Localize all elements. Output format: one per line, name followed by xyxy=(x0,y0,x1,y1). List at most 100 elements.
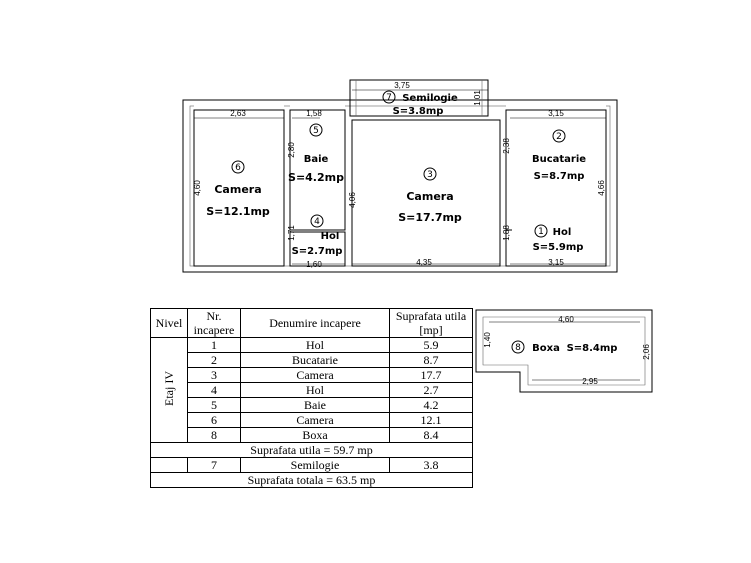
room-5-outline xyxy=(289,109,346,231)
room-1-area: S=5.9mp xyxy=(533,242,584,253)
cell-nr: 4 xyxy=(187,382,241,398)
header-nivel: Nivel xyxy=(150,308,188,338)
room-6-name: Camera xyxy=(214,183,261,196)
room-2-area: S=8.7mp xyxy=(534,171,585,182)
table-row: 4 Hol 2.7 xyxy=(151,382,473,398)
room-2-outline xyxy=(505,109,607,267)
room-5-name: Baie xyxy=(304,154,329,165)
room-3-name: Camera xyxy=(406,190,453,203)
cell-area: 4.2 xyxy=(389,397,473,413)
boxa-outline xyxy=(475,309,653,393)
useful-total-row: Suprafata utila = 59.7 mp xyxy=(150,442,473,458)
dim-label: 4,60 xyxy=(193,180,202,196)
room-6-area: S=12.1mp xyxy=(206,205,270,218)
plan-line xyxy=(482,316,646,386)
room-number-circle-8 xyxy=(511,340,525,354)
outer-wall xyxy=(182,99,618,273)
dim-label: 1,60 xyxy=(306,260,322,269)
room-number-7: 7 xyxy=(386,93,392,103)
useful-total: Suprafata utila = 59.7 mp xyxy=(150,442,473,458)
room-number-circle-4 xyxy=(310,214,324,228)
areas-table: Nivel Nr. incapere Denumire incapere Sup… xyxy=(150,308,473,488)
level-cell: Etaj IV xyxy=(150,337,188,443)
dim-label: 1,71 xyxy=(287,225,296,241)
cell-area: 5.9 xyxy=(389,337,473,353)
dim-label: 1,01 xyxy=(473,90,482,106)
cell-area: 8.7 xyxy=(389,352,473,368)
table-row: 6 Camera 12.1 xyxy=(151,412,473,428)
cell-name: Camera xyxy=(240,412,390,428)
room-number-3: 3 xyxy=(427,170,433,180)
cell-nr: 7 xyxy=(187,457,241,473)
cell-area: 17.7 xyxy=(389,367,473,383)
room-3-area: S=17.7mp xyxy=(398,211,462,224)
cell-name: Bucatarie xyxy=(240,352,390,368)
cell-name: Hol xyxy=(240,337,390,353)
room-3-outline xyxy=(351,119,501,267)
dim-label: 2,95 xyxy=(582,377,598,386)
table-row: 2 Bucatarie 8.7 xyxy=(151,352,473,368)
table-header-row: Nivel Nr. incapere Denumire incapere Sup… xyxy=(150,308,473,338)
table-row: 8 Boxa 8.4 xyxy=(151,427,473,443)
room-4-name: Hol xyxy=(321,231,340,242)
header-nr: Nr. incapere xyxy=(187,308,241,338)
table-row: 5 Baie 4.2 xyxy=(151,397,473,413)
dim-label: 3,75 xyxy=(394,81,410,90)
room-8-name: Boxa xyxy=(532,343,560,354)
room-number-circle-3 xyxy=(423,167,437,181)
room-number-circle-6 xyxy=(231,160,245,174)
room-4-outline xyxy=(289,231,346,267)
dim-label: 4,60 xyxy=(558,315,574,324)
header-denumire: Denumire incapere xyxy=(240,308,390,338)
room-number-6: 6 xyxy=(235,163,241,173)
dim-label: 4,06 xyxy=(348,192,357,208)
dim-label: 1,58 xyxy=(306,109,322,118)
room-6-outline xyxy=(193,109,285,267)
room-7-name: Semilogie xyxy=(402,93,458,104)
level-label: Etaj IV xyxy=(162,371,176,406)
dim-label: 2,63 xyxy=(230,109,246,118)
room-1-name: Hol xyxy=(553,227,572,238)
table-row: 7 Semilogie 3.8 xyxy=(150,457,473,473)
room-number-circle-2 xyxy=(552,129,566,143)
room-number-circle-1 xyxy=(534,224,548,238)
cell-name: Hol xyxy=(240,382,390,398)
room-5-area: S=4.2mp xyxy=(288,171,344,184)
cell-nr: 2 xyxy=(187,352,241,368)
cell-nr: 1 xyxy=(187,337,241,353)
grand-total: Suprafata totala = 63.5 mp xyxy=(150,472,473,488)
cell-name: Semilogie xyxy=(240,457,390,473)
cell-area: 8.4 xyxy=(389,427,473,443)
cell-nr: 6 xyxy=(187,412,241,428)
table-row: 3 Camera 17.7 xyxy=(151,367,473,383)
room-number-4: 4 xyxy=(314,217,320,227)
dim-label: 2,06 xyxy=(642,344,651,360)
room-7-area: S=3.8mp xyxy=(393,106,444,117)
cell-nr: 3 xyxy=(187,367,241,383)
dim-label: 1,88 xyxy=(502,225,511,241)
cell-area: 12.1 xyxy=(389,412,473,428)
dim-label: 3,15 xyxy=(548,109,564,118)
room-number-1: 1 xyxy=(538,227,544,237)
table-row: Etaj IV 1 Hol 5.9 xyxy=(150,337,473,443)
cell-area: 2.7 xyxy=(389,382,473,398)
dim-label: 1,40 xyxy=(483,332,492,348)
dim-label: 3,15 xyxy=(548,258,564,267)
cell-area: 3.8 xyxy=(389,457,473,473)
room-number-circle-5 xyxy=(309,123,323,137)
room-4-area: S=2.7mp xyxy=(292,246,343,257)
room-7-outline xyxy=(349,79,489,117)
cell-name: Boxa xyxy=(240,427,390,443)
room-2-name: Bucatarie xyxy=(532,154,586,165)
dim-label: 4,35 xyxy=(416,258,432,267)
header-suprafata: Suprafata utila [mp] xyxy=(389,308,473,338)
dim-label: 2,38 xyxy=(502,138,511,154)
dim-label: 4,66 xyxy=(597,180,606,196)
room-number-5: 5 xyxy=(313,126,319,136)
dim-label: 2,80 xyxy=(287,142,296,158)
cell-empty xyxy=(150,457,188,473)
cell-nr: 5 xyxy=(187,397,241,413)
cell-nr: 8 xyxy=(187,427,241,443)
cell-name: Baie xyxy=(240,397,390,413)
